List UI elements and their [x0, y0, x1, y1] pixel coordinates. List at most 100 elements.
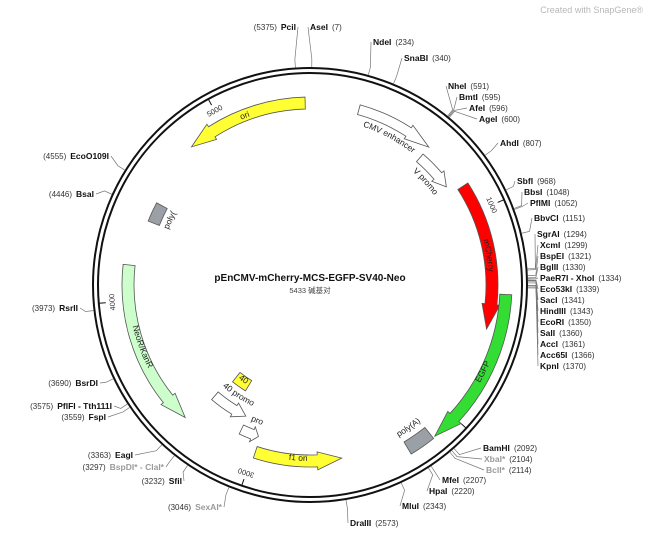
- feature-mcherry[interactable]: [457, 182, 501, 331]
- site-leader-line: [527, 233, 536, 270]
- site-position: (1299): [564, 241, 587, 250]
- site-mfei[interactable]: MfeI(2207): [430, 466, 486, 485]
- site-mlui[interactable]: MluI (2343): [399, 482, 446, 511]
- site-nhei[interactable]: NheI(591): [445, 81, 489, 117]
- site-position: (1330): [562, 263, 585, 272]
- feature-egfp[interactable]: [433, 293, 513, 438]
- backbone-outer-ring: [92, 67, 528, 503]
- site-pflfi-tth111i[interactable]: PflFI - Tth111I(3575): [30, 401, 128, 411]
- site-leader-line: [345, 499, 349, 524]
- site-position: (2343): [423, 502, 446, 511]
- site-snabi[interactable]: SnaBI(340): [393, 53, 452, 84]
- site-bspdi-clai-[interactable]: BspDI* - ClaI*(3297): [83, 455, 175, 472]
- site-pcii[interactable]: PciI(5375): [254, 22, 299, 68]
- site-bsrdi[interactable]: BsrDI(3690): [48, 378, 114, 388]
- site-ecoo109i[interactable]: EcoO109I(4555): [43, 151, 125, 171]
- site-name: SgrAI: [537, 229, 560, 239]
- feature-ori[interactable]: [190, 96, 306, 148]
- feature-label-f1-ori: f1 ori: [288, 452, 307, 463]
- site-name: BglII: [540, 262, 558, 272]
- site-leader-line: [393, 57, 403, 84]
- site-bglii[interactable]: BglII (1330): [527, 262, 586, 279]
- site-leader-line: [451, 450, 483, 460]
- site-leader-line: [367, 41, 372, 76]
- feature-neor-kanr[interactable]: [121, 263, 186, 419]
- feature-hsv-tk-polya[interactable]: [147, 202, 168, 227]
- site-eco53ki[interactable]: Eco53kI(1339): [527, 279, 600, 294]
- site-agei[interactable]: AgeI(600): [449, 110, 520, 124]
- site-name: MluI: [402, 501, 419, 511]
- site-draiii[interactable]: DraIII(2573): [345, 499, 399, 528]
- site-pflmi[interactable]: PflMI(1052): [514, 198, 578, 210]
- feature-sv40-promoter[interactable]: [211, 391, 247, 418]
- site-name: NdeI: [373, 37, 391, 47]
- site-leader-line: [223, 487, 230, 508]
- site-leader-line: [527, 266, 539, 279]
- site-leader-line: [484, 142, 499, 156]
- feature-ampr-promoter[interactable]: [238, 424, 259, 443]
- site-hindiii[interactable]: HindIII(1343): [527, 280, 593, 316]
- site-paer7i-xhoi[interactable]: PaeR7I - XhoI(1334): [527, 273, 622, 283]
- site-kpni[interactable]: KpnI(1370): [527, 287, 586, 371]
- watermark: Created with SnapGene®: [540, 5, 643, 15]
- site-position: (1321): [568, 252, 591, 261]
- site-asei[interactable]: AseI(7): [307, 22, 342, 68]
- site-position: (3363): [88, 451, 111, 460]
- feature-cmv-enhancer[interactable]: [357, 104, 430, 148]
- site-rsrii[interactable]: RsrII(3973): [32, 303, 94, 313]
- tick-label: 5000: [205, 103, 224, 119]
- site-leader-line: [107, 407, 130, 418]
- site-position: (1350): [568, 318, 591, 327]
- site-position: (2114): [509, 466, 532, 475]
- site-name: EagI: [115, 450, 133, 460]
- tick-label: 4000: [107, 293, 117, 310]
- feature-cmv-promoter[interactable]: [415, 153, 447, 188]
- site-sexai-[interactable]: SexAI*(3046): [168, 487, 230, 512]
- site-bamhi[interactable]: BamHI(2092): [453, 443, 537, 455]
- site-xcmi[interactable]: XcmI(1299): [527, 240, 588, 271]
- plasmid-name: pEnCMV-mCherry-MCS-EGFP-SV40-Neo: [214, 273, 405, 284]
- site-xbai-[interactable]: XbaI*(2104): [451, 450, 533, 464]
- site-bspei[interactable]: BspEI(1321): [527, 251, 592, 276]
- tick-label: 1000: [484, 196, 499, 215]
- site-leader-line: [79, 307, 94, 312]
- site-position: (3559): [61, 413, 84, 422]
- site-sfii[interactable]: SfiI(3232): [142, 465, 188, 486]
- feature-sv40-ori[interactable]: [231, 371, 253, 392]
- site-bbsi[interactable]: BbsI(1048): [513, 187, 570, 209]
- site-eagi[interactable]: EagI (3363): [88, 444, 163, 460]
- site-name: EcoRI: [540, 317, 564, 327]
- site-leader-line: [449, 451, 485, 471]
- feature-label-sv40-promoter: SV40 promoter: [0, 0, 256, 408]
- site-bcli-[interactable]: BclI*(2114): [449, 451, 532, 475]
- site-name: SacI: [540, 295, 558, 305]
- site-bbvci[interactable]: BbvCI(1151): [521, 213, 586, 234]
- site-ahdi[interactable]: AhdI(807): [484, 138, 542, 156]
- feature-sv40-polya[interactable]: [403, 426, 435, 455]
- site-bsai[interactable]: BsaI(4446): [49, 189, 112, 199]
- site-name: XbaI*: [484, 454, 506, 464]
- site-name: PflMI: [530, 198, 550, 208]
- feature-arrows: CMV enhancerCMV promotermCherryEGFPSV40 …: [0, 0, 513, 471]
- site-position: (2104): [509, 455, 532, 464]
- site-saci[interactable]: SacI(1341): [527, 280, 585, 305]
- site-name: BclI*: [486, 465, 506, 475]
- site-name: MfeI: [442, 475, 459, 485]
- site-leader-line: [514, 202, 529, 210]
- site-name: EcoO109I: [70, 151, 109, 161]
- site-position: (3232): [142, 477, 165, 486]
- site-position: (1294): [564, 230, 587, 239]
- site-sbfi[interactable]: SbfI(968): [506, 176, 556, 191]
- site-fspi[interactable]: FspI(3559): [61, 407, 130, 422]
- site-name: SalI: [540, 328, 555, 338]
- backbone-inner-ring: [97, 72, 523, 498]
- site-hpai[interactable]: HpaI(2220): [426, 467, 475, 496]
- site-ndei[interactable]: NdeI(234): [367, 37, 414, 76]
- site-name: NheI: [448, 81, 466, 91]
- site-leader-line: [527, 255, 539, 276]
- site-afei[interactable]: AfeI(596): [448, 103, 508, 117]
- site-name: Acc65I: [540, 350, 567, 360]
- feature-f1-ori[interactable]: [252, 446, 343, 471]
- feature-label-cmv-promoter: CMV promoter: [0, 0, 441, 197]
